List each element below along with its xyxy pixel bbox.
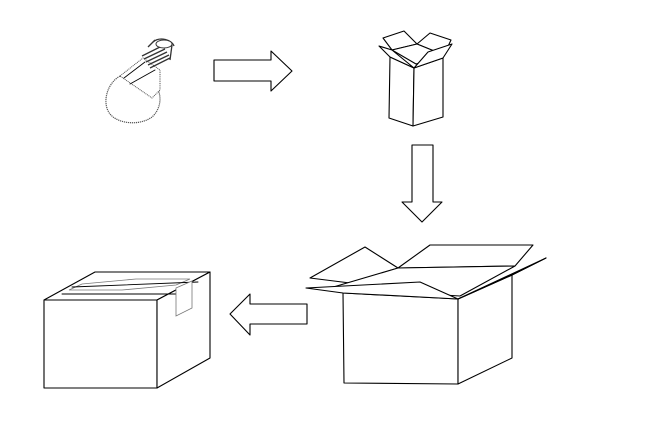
large-open-box-icon	[305, 244, 547, 385]
arrow-left-icon	[229, 293, 308, 336]
arrow-down-icon	[401, 144, 443, 223]
small-open-box-icon	[378, 30, 453, 127]
light-bulb-icon	[105, 38, 175, 124]
sealed-box-icon	[43, 271, 211, 389]
arrow-right-icon	[213, 50, 293, 92]
